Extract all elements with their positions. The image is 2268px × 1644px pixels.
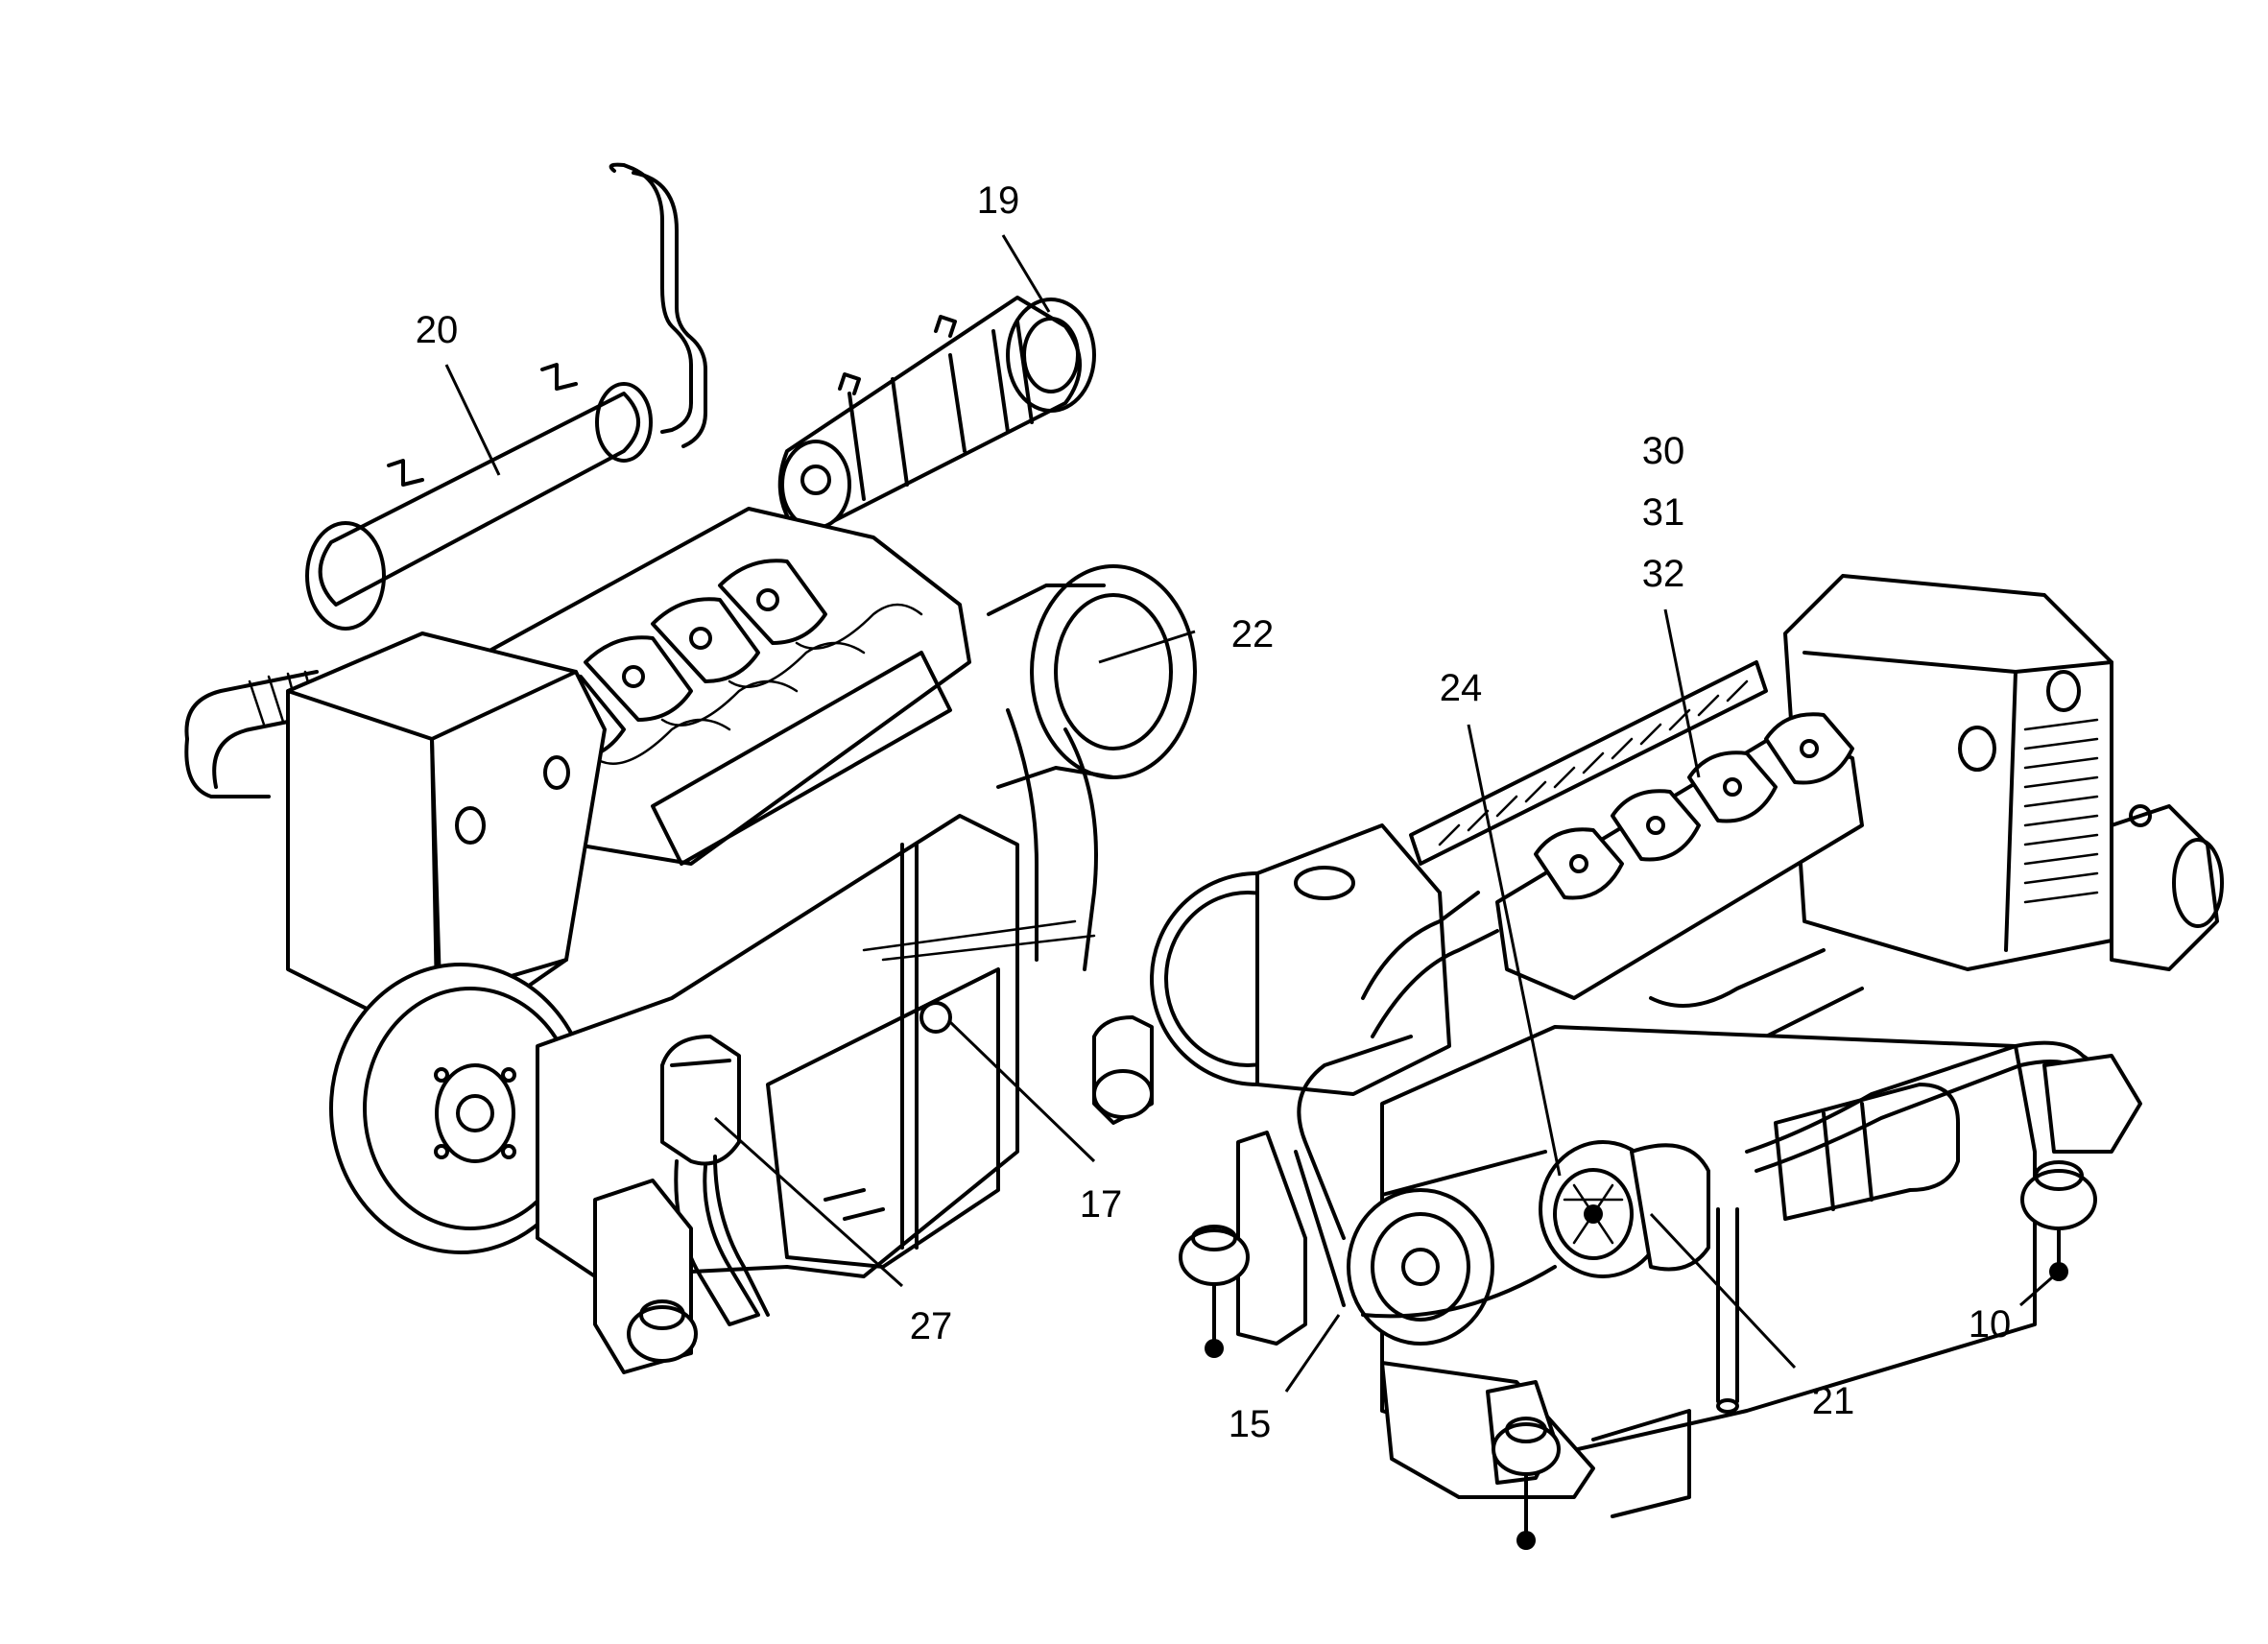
callout-labels: 19 20 22 17 27 30 31 32 24 10 15 21 — [416, 179, 2012, 1445]
leader-lines — [444, 234, 2060, 1393]
callout-19: 19 — [977, 179, 1020, 222]
callout-21: 21 — [1812, 1380, 1855, 1422]
callout-20: 20 — [416, 309, 459, 351]
callout-22: 22 — [1231, 613, 1275, 655]
callout-24: 24 — [1440, 667, 1483, 709]
leader-19 — [1001, 234, 1051, 313]
leader-22 — [1098, 630, 1196, 664]
callout-10: 10 — [1969, 1303, 2012, 1346]
left-engine-illustration — [184, 162, 1197, 1374]
leader-15 — [1284, 1314, 1341, 1393]
leader-20 — [444, 364, 501, 476]
callout-17: 17 — [1080, 1183, 1123, 1226]
callout-30: 30 — [1642, 430, 1685, 472]
callout-31: 31 — [1642, 491, 1685, 534]
grille-hatching — [2023, 718, 2099, 904]
callout-32: 32 — [1642, 553, 1685, 595]
leader-27 — [713, 1116, 904, 1288]
leader-32 — [1663, 608, 1701, 778]
callout-27: 27 — [910, 1305, 953, 1347]
right-engine-illustration — [1150, 574, 2224, 1550]
leader-10 — [2019, 1270, 2060, 1307]
callout-15: 15 — [1229, 1403, 1272, 1445]
leader-21 — [1649, 1212, 1797, 1370]
leader-17 — [948, 1020, 1096, 1163]
leader-24 — [1467, 724, 1562, 1177]
